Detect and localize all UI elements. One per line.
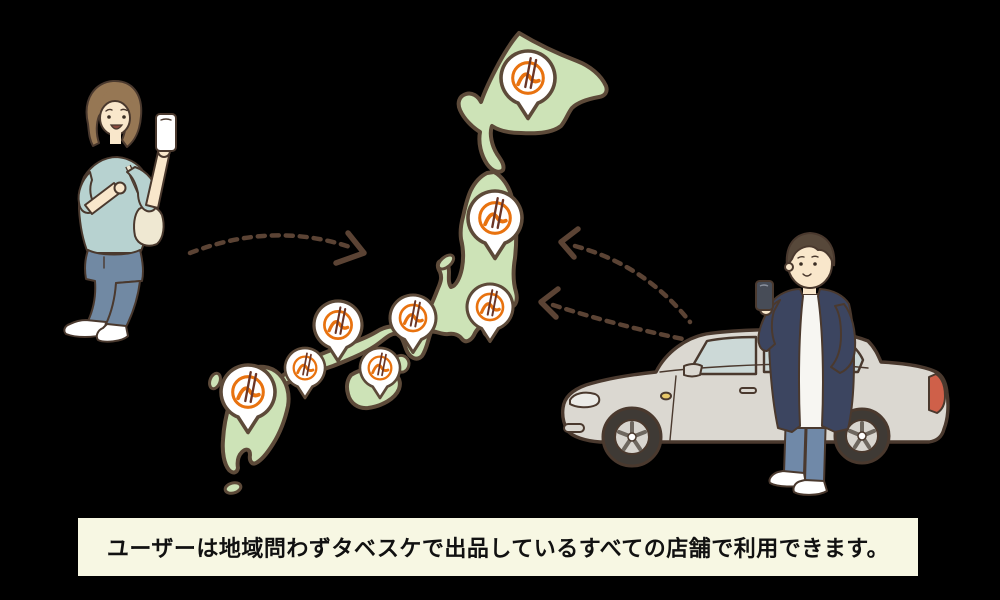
woman-character: [63, 79, 177, 343]
tabesuke-logo-icon: [367, 352, 393, 381]
arrows: [187, 226, 693, 343]
woman-shoes: [63, 319, 107, 338]
woman-fringe-icon: [99, 86, 138, 112]
front-wheel: [601, 406, 663, 468]
map-tsushima-island: [208, 371, 222, 391]
arrow-right-upper-to-map: [558, 226, 693, 325]
tail-light: [928, 373, 946, 414]
map-pin-chugoku: [283, 346, 327, 400]
woman-phone: [155, 113, 177, 152]
side-mirror: [683, 363, 703, 378]
map-pin-kyushu: [219, 363, 277, 435]
man-hair: [785, 231, 836, 270]
tabesuke-logo-icon: [231, 371, 265, 409]
map-pin-tohoku: [466, 189, 524, 261]
car-front-window: [686, 335, 758, 376]
map-pin-kansai: [312, 299, 364, 363]
tabesuke-logo-icon: [478, 197, 512, 235]
tabesuke-logo-icon: [323, 306, 353, 340]
map-pin-hokkaido: [499, 49, 557, 121]
tabesuke-logo-icon: [398, 300, 428, 333]
tabesuke-logo-icon: [475, 289, 505, 322]
arrow-left-to-map: [187, 230, 367, 266]
man-phone: [755, 280, 774, 311]
map-pins: [219, 49, 557, 435]
caption-banner: ユーザーは地域問わずタベスケで出品しているすべての店舗で利用できます。: [78, 518, 918, 576]
woman-mouth: [109, 124, 124, 130]
caption-text: ユーザーは地域問わずタベスケで出品しているすべての店舗で利用できます。: [106, 536, 890, 561]
map-pin-chubu: [388, 293, 438, 355]
man-character: [755, 231, 857, 496]
tabesuke-logo-icon: [511, 57, 545, 95]
shoulder-bag: [133, 205, 165, 247]
arrow-right-lower-to-map: [538, 286, 691, 343]
headlight: [569, 391, 601, 409]
tabesuke-logo-icon: [292, 352, 318, 381]
woman-face: [99, 100, 131, 136]
front-marker-light: [660, 391, 672, 401]
map-sado-island: [436, 253, 456, 271]
japan-map: [208, 31, 609, 495]
map-south-island: [223, 481, 243, 495]
map-pin-shikoku: [358, 346, 402, 400]
map-pin-kanto: [465, 282, 515, 344]
car-illustration: [560, 327, 950, 468]
